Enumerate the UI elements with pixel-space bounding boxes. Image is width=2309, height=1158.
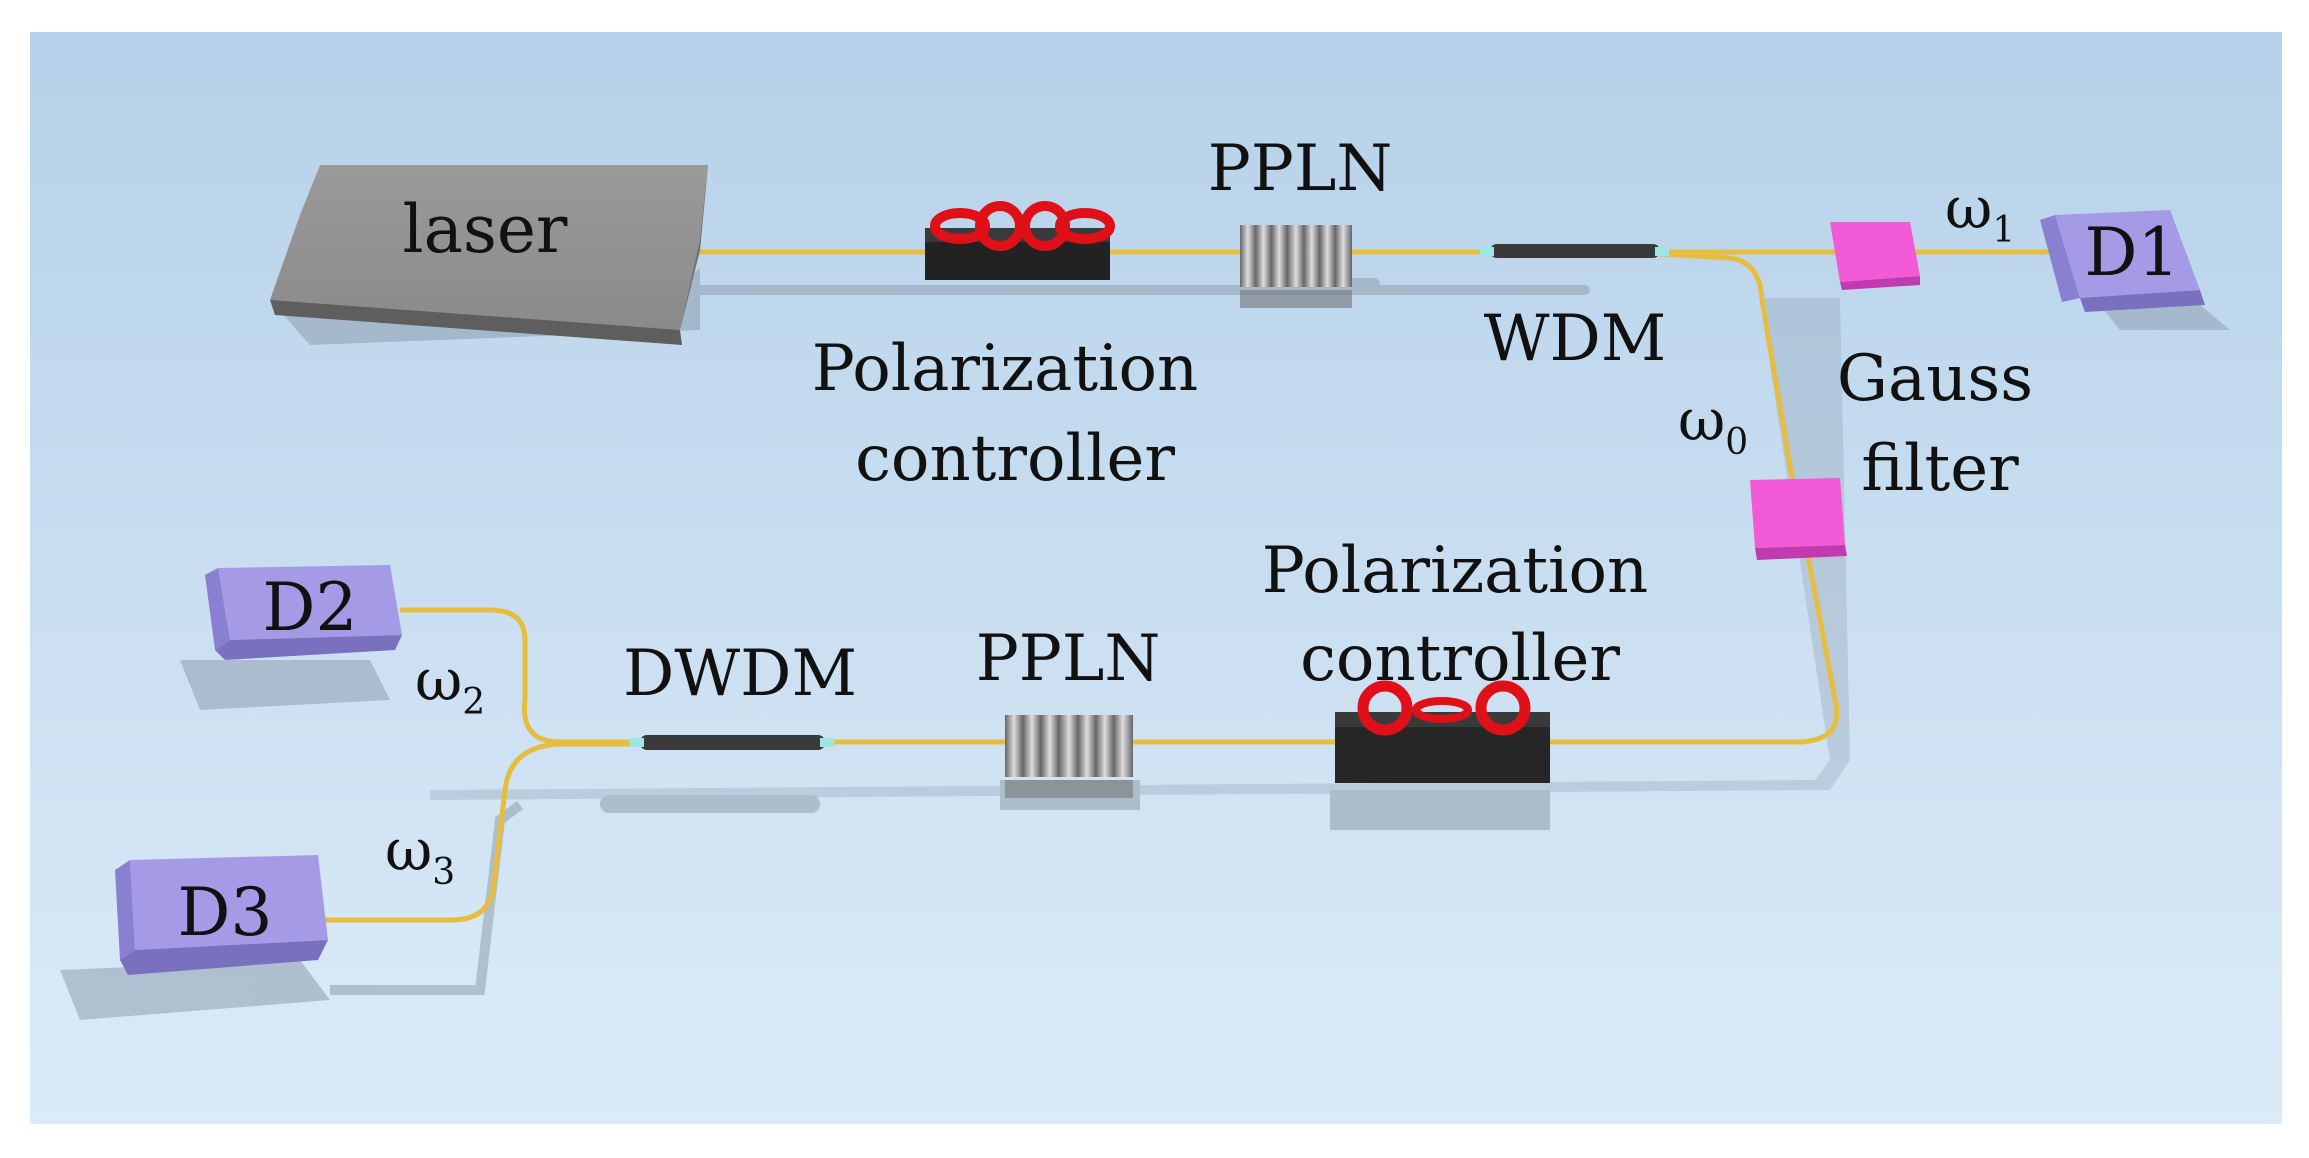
- fiber-wdm-to-filter2: [1657, 251, 1795, 481]
- polarization-controller-2-label: Polarization controller: [1262, 534, 1649, 696]
- pc1-label-line2: controller: [855, 422, 1175, 496]
- dwdm-coupler: [630, 735, 834, 750]
- wdm-label: WDM: [1484, 302, 1667, 376]
- gauss-filter-label: Gauss filter: [1837, 342, 2033, 506]
- fiber-dwdm-to-d3: [322, 741, 638, 923]
- svg-text:ω3: ω3: [385, 816, 455, 893]
- gauss-label-line2: filter: [1861, 432, 2019, 506]
- fiber-dwdm-to-d2: [399, 607, 638, 745]
- gauss-filter-2: [1750, 478, 1847, 560]
- svg-text:ω2: ω2: [415, 646, 485, 723]
- pc2-label-line2: controller: [1300, 622, 1620, 696]
- d1-label: D1: [2085, 214, 2180, 291]
- polarization-controller-1: [925, 201, 1115, 280]
- gauss-filter-1: [1830, 222, 1920, 290]
- pc1-label-line1: Polarization: [812, 332, 1199, 406]
- ppln1-label: PPLN: [1208, 132, 1393, 206]
- wdm-coupler: [1480, 244, 1669, 258]
- polarization-controller-2: [1335, 680, 1550, 783]
- detector-d1: D1: [2040, 210, 2205, 312]
- detector-d2: D2: [205, 565, 402, 660]
- laser-label: laser: [403, 191, 568, 268]
- d3-label: D3: [178, 874, 273, 951]
- ppln2-label: PPLN: [976, 622, 1161, 696]
- d2-label: D2: [263, 569, 358, 646]
- ppln-crystal-2: [1005, 715, 1133, 798]
- svg-text:ω1: ω1: [1945, 174, 2015, 251]
- omega2-label: ω2: [415, 646, 485, 723]
- omega0-label: ω0: [1678, 386, 1748, 463]
- pc2-label-line1: Polarization: [1262, 534, 1649, 608]
- svg-text:ω0: ω0: [1678, 386, 1748, 463]
- fiber-filter2-to-pc2: [1537, 542, 1840, 745]
- polarization-controller-1-label: Polarization controller: [812, 332, 1199, 496]
- omega1-label: ω1: [1945, 174, 2015, 251]
- detector-d3: D3: [115, 855, 328, 975]
- laser-box: laser: [270, 165, 708, 345]
- ppln-crystal-1: [1240, 225, 1352, 308]
- omega3-label: ω3: [385, 816, 455, 893]
- gauss-label-line1: Gauss: [1837, 342, 2033, 416]
- dwdm-label: DWDM: [623, 637, 857, 711]
